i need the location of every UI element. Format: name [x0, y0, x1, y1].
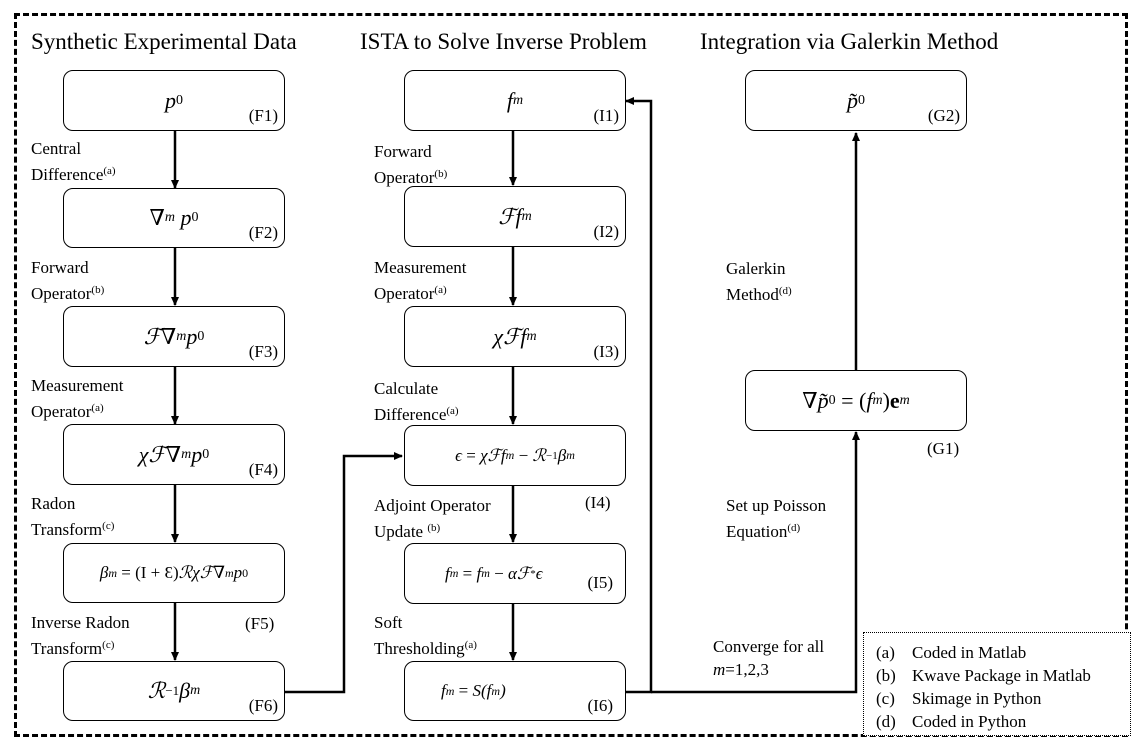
legend-item-a: (a)Coded in Matlab: [876, 643, 1027, 662]
column-title-synthetic: Synthetic Experimental Data: [31, 29, 297, 54]
tag-f2: (F2): [248, 223, 278, 242]
label-calculate-difference: Calculate Difference(a): [374, 379, 459, 424]
arrow-f6-i4: [284, 452, 403, 694]
arrow-i6-i1-loop: [624, 97, 653, 694]
label-measurement-operator-i: Measurement Operator(a): [374, 258, 467, 303]
label-radon-transform: Radon Transform(c): [31, 494, 115, 539]
label-galerkin-method: Galerkin Method(d): [726, 259, 792, 304]
tag-g2: (G2): [927, 106, 960, 125]
tag-f6: (F6): [248, 696, 278, 715]
legend-item-d: (d)Coded in Python: [876, 712, 1027, 731]
expr-p0-tilde: p̃0: [847, 87, 865, 113]
column-title-galerkin: Integration via Galerkin Method: [700, 29, 999, 54]
tag-i5: (I5): [587, 573, 613, 592]
tag-f3: (F3): [248, 342, 278, 361]
label-forward-operator-i: Forward Operator(b): [374, 142, 448, 187]
column-title-ista: ISTA to Solve Inverse Problem: [360, 29, 647, 54]
tag-i1: (I1): [593, 106, 619, 125]
label-poisson-equation: Set up Poisson Equation(d): [726, 496, 827, 541]
tag-f1: (F1): [248, 106, 278, 125]
label-converge: Converge for all m=1,2,3: [713, 637, 825, 679]
dashed-frame: [14, 13, 1128, 737]
label-inverse-radon: Inverse Radon Transform(c): [31, 613, 130, 658]
tag-i4: (I4): [585, 493, 611, 512]
legend-item-b: (b)Kwave Package in Matlab: [876, 666, 1091, 685]
label-central-difference: Central Difference(a): [31, 139, 116, 184]
tag-f5: (F5): [245, 614, 275, 633]
tag-i3: (I3): [593, 342, 619, 361]
label-measurement-operator-f: Measurement Operator(a): [31, 376, 124, 421]
tag-g1: (G1): [927, 439, 960, 458]
legend: (a)Coded in Matlab (b)Kwave Package in M…: [863, 632, 1131, 736]
label-adjoint-operator: Adjoint Operator Update (b): [374, 496, 491, 541]
tag-f4: (F4): [248, 460, 278, 479]
label-soft-thresholding: Soft Thresholding(a): [374, 613, 477, 658]
legend-item-c: (c)Skimage in Python: [876, 689, 1042, 708]
arrow-i6-g1: [651, 431, 860, 694]
tag-i6: (I6): [587, 696, 613, 715]
label-forward-operator-f: Forward Operator(b): [31, 258, 105, 303]
tag-i2: (I2): [593, 222, 619, 241]
box-g2: p̃0 (G2): [745, 70, 967, 131]
